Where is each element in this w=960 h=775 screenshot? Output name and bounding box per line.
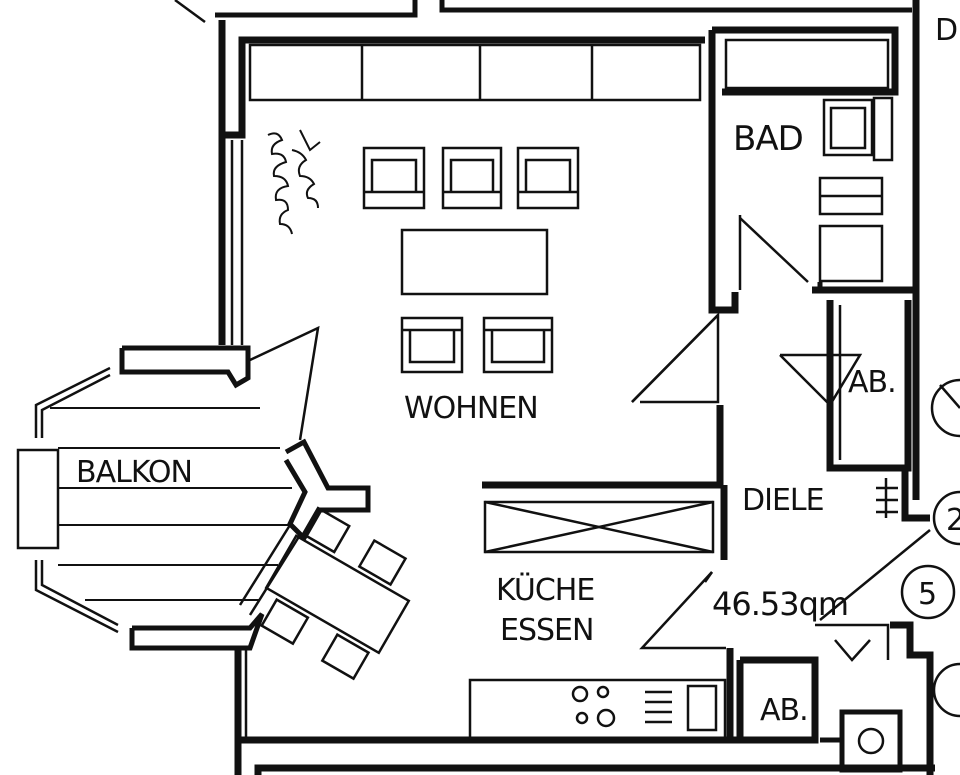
armchair bbox=[400, 316, 464, 374]
marker-2: 2 bbox=[932, 490, 960, 546]
exterior-walls bbox=[218, 20, 935, 775]
balcony-label: BALKON bbox=[76, 455, 192, 490]
storage-closet-lower bbox=[736, 656, 819, 744]
kitchen-label-line1: KÜCHE bbox=[496, 572, 594, 608]
chair bbox=[441, 146, 503, 210]
hall-label: DIELE bbox=[742, 483, 824, 518]
chair bbox=[362, 146, 426, 210]
dining-table bbox=[264, 534, 411, 655]
top-cabinets bbox=[248, 43, 702, 102]
storage-upper-label: AB. bbox=[848, 365, 896, 400]
corner-fragment-label: DI bbox=[935, 13, 960, 48]
entrance-area bbox=[815, 470, 934, 775]
marker-5: 5 bbox=[900, 564, 956, 620]
svg-text:2: 2 bbox=[946, 503, 960, 538]
kitchen-appliances bbox=[468, 648, 734, 740]
chair bbox=[516, 146, 580, 210]
storage-closet-upper bbox=[779, 300, 912, 472]
dining-chair bbox=[301, 506, 351, 554]
dining-chair bbox=[320, 632, 371, 681]
edge-circles bbox=[930, 378, 960, 718]
coffee-table bbox=[400, 228, 549, 296]
living-room-label: WOHNEN bbox=[404, 391, 538, 426]
dining-set bbox=[259, 506, 411, 681]
living-room-furniture bbox=[362, 146, 580, 374]
svg-text:5: 5 bbox=[918, 577, 937, 612]
plant-symbol bbox=[267, 129, 321, 235]
balcony bbox=[16, 345, 292, 651]
sink bbox=[645, 684, 718, 732]
dining-chair bbox=[357, 538, 408, 587]
bathroom-label: BAD bbox=[733, 119, 803, 159]
kitchen-counter bbox=[482, 405, 728, 560]
area-label: 46.53qm bbox=[712, 585, 848, 623]
bathroom bbox=[708, 26, 918, 314]
storage-lower-label: AB. bbox=[760, 693, 808, 728]
entry-arrows bbox=[249, 311, 720, 441]
area-arrow bbox=[639, 571, 726, 650]
top-edge-walls bbox=[174, 0, 920, 500]
armchair bbox=[482, 316, 554, 374]
stove bbox=[571, 685, 616, 728]
kitchen-label-line2: ESSEN bbox=[500, 613, 593, 648]
dining-chair bbox=[259, 597, 310, 646]
